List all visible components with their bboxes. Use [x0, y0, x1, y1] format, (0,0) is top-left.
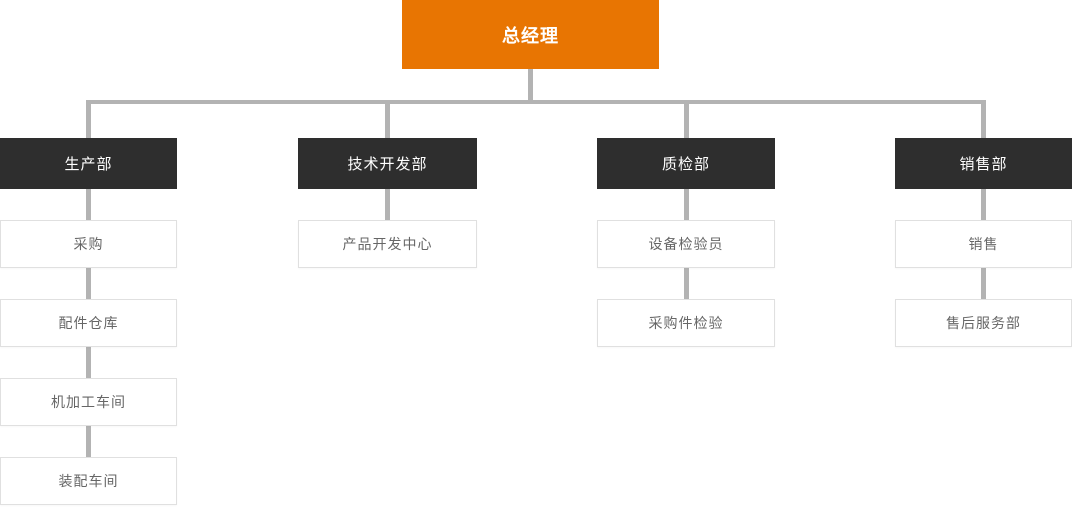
connector-segment	[86, 426, 91, 457]
node-equipment-inspector: 设备检验员	[597, 220, 775, 268]
connector-main-horizontal	[86, 100, 986, 104]
connector-segment	[981, 189, 986, 220]
node-tech-dev-dept: 技术开发部	[298, 138, 477, 189]
node-qc-dept: 质检部	[597, 138, 775, 189]
node-parts-warehouse: 配件仓库	[0, 299, 177, 347]
node-purchased-parts-inspection: 采购件检验	[597, 299, 775, 347]
connector-drop-qc	[684, 100, 689, 138]
node-purchasing: 采购	[0, 220, 177, 268]
node-after-sales-service: 售后服务部	[895, 299, 1072, 347]
connector-drop-production	[86, 100, 91, 138]
connector-drop-tech-dev	[385, 100, 390, 138]
connector-segment	[86, 347, 91, 378]
node-general-manager: 总经理	[402, 0, 659, 69]
node-product-dev-center: 产品开发中心	[298, 220, 477, 268]
connector-segment	[684, 268, 689, 299]
node-sales: 销售	[895, 220, 1072, 268]
connector-segment	[684, 189, 689, 220]
connector-root-drop	[528, 69, 533, 104]
node-production-dept: 生产部	[0, 138, 177, 189]
node-assembly-workshop: 装配车间	[0, 457, 177, 505]
connector-segment	[86, 189, 91, 220]
node-sales-dept: 销售部	[895, 138, 1072, 189]
connector-drop-sales	[981, 100, 986, 138]
connector-segment	[385, 189, 390, 220]
node-machining-workshop: 机加工车间	[0, 378, 177, 426]
connector-segment	[86, 268, 91, 299]
connector-segment	[981, 268, 986, 299]
